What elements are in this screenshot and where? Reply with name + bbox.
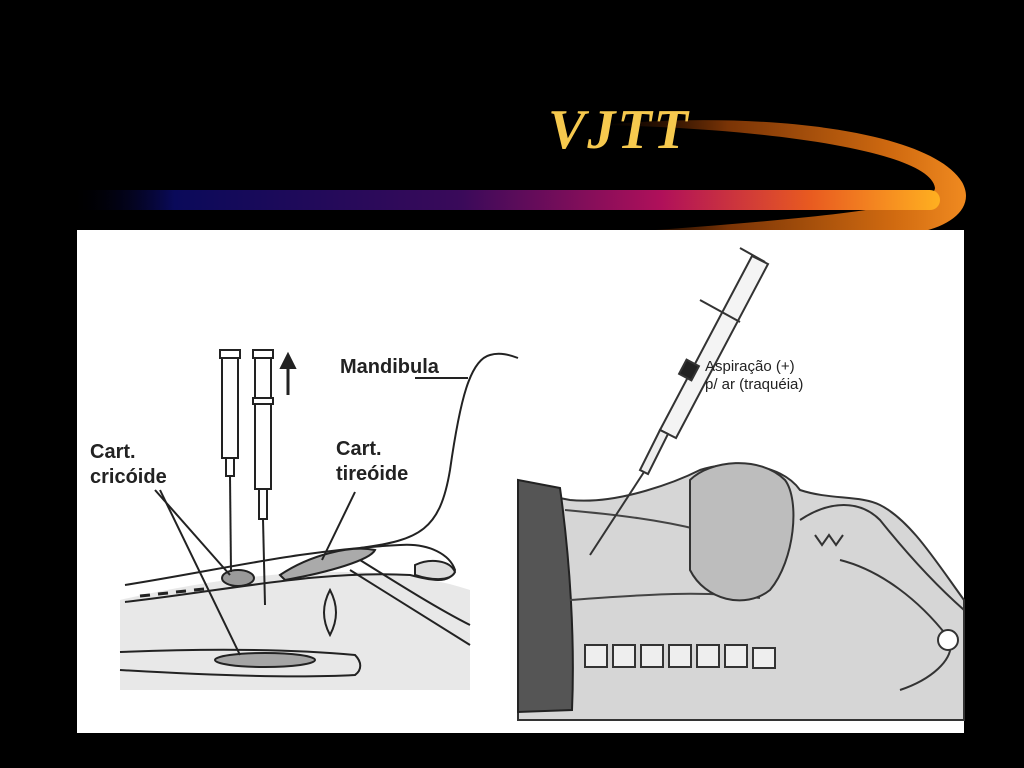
teeth — [814, 533, 844, 547]
left-diagram — [119, 349, 519, 690]
upper-jaw — [799, 504, 965, 611]
orange-swoosh — [600, 120, 966, 232]
syringe-left-1 — [219, 349, 241, 573]
label-mandibula: Mandibula — [340, 356, 440, 378]
hyoid-shape — [414, 559, 457, 581]
label-aspiracao-line1: Aspiração (+) — [705, 358, 795, 375]
upward-arrow-icon — [279, 351, 297, 395]
vocal-fold — [323, 587, 337, 638]
syringe-left-2 — [252, 349, 274, 606]
label-aspiracao-line2: p/ ar (traquéia) — [705, 376, 803, 393]
label-cricoide-line2: cricóide — [90, 466, 167, 488]
vertebrae — [584, 644, 776, 669]
cricoide-leader-2 — [159, 489, 241, 656]
label-cricoide-line1: Cart. — [90, 441, 136, 463]
dark-collar — [517, 478, 574, 714]
label-tireoide-line1: Cart. — [336, 438, 382, 460]
epiglottis-curve-2 — [359, 559, 471, 626]
thyroid-cartilage — [278, 547, 377, 582]
esophagus-tube — [119, 648, 362, 678]
gradient-bar — [70, 190, 940, 210]
tracheal-rings — [139, 587, 205, 598]
skin-profile — [359, 352, 519, 549]
tissue-shading — [120, 571, 470, 690]
label-tireoide-line2: tireóide — [336, 463, 408, 485]
lower-cartilage — [214, 652, 316, 668]
nasal-opening — [937, 629, 959, 651]
syringe-right — [589, 247, 770, 556]
tireoide-leader — [321, 491, 356, 561]
right-diagram — [517, 247, 965, 721]
slide-title: VJTT — [548, 99, 690, 161]
epiglottis-curve — [349, 569, 471, 646]
tongue-mass — [689, 462, 795, 602]
